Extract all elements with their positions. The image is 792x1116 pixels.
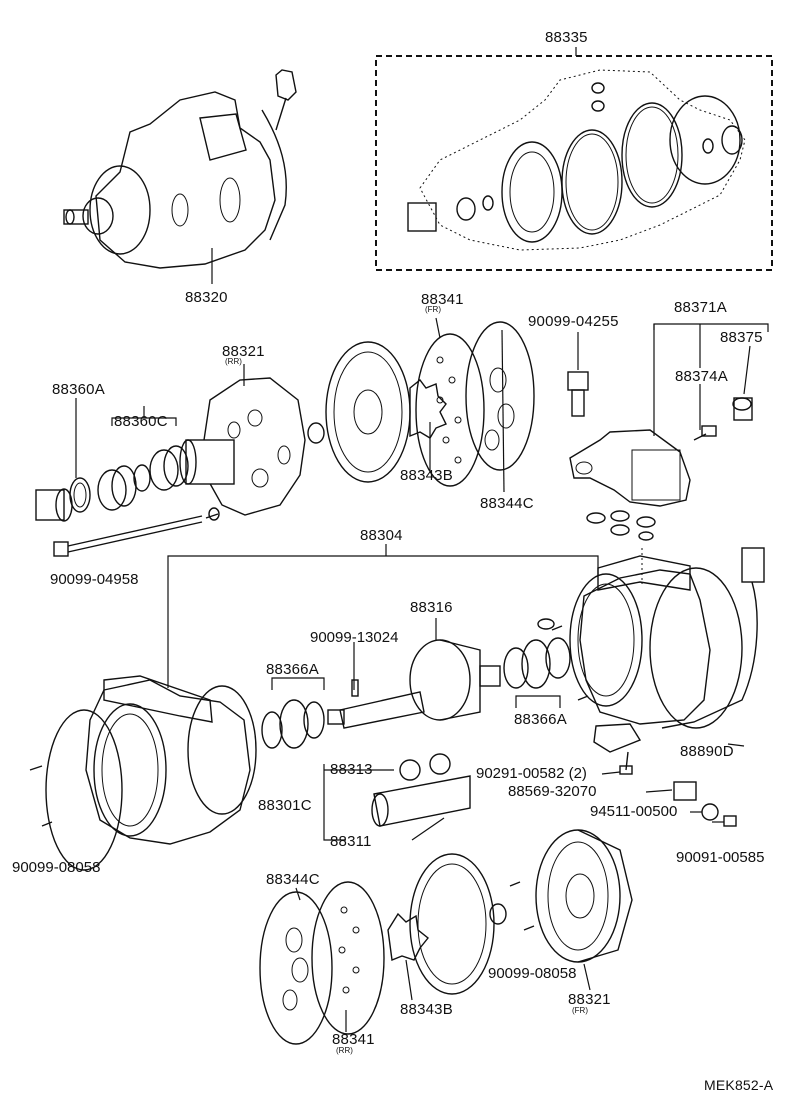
label-88321-top-sub: (RR)	[225, 357, 242, 366]
label-88321-bottom-sub: (FR)	[572, 1006, 588, 1015]
label-88344C-top: 88344C	[480, 495, 534, 512]
label-94511-00500: 94511-00500	[590, 803, 678, 820]
label-90091-00585: 90091-00585	[676, 849, 765, 866]
mounting-hardware	[601, 771, 737, 827]
label-88366A-left: 88366A	[266, 661, 319, 678]
label-88360A: 88360A	[52, 381, 105, 398]
label-88371A: 88371A	[674, 299, 727, 316]
thrust-bearing-set	[261, 618, 571, 749]
swash-plate-shaft	[327, 618, 501, 729]
label-88343B-bottom: 88343B	[400, 1001, 453, 1018]
label-90099-04255: 90099-04255	[528, 313, 619, 330]
label-88321-top: 88321	[222, 343, 265, 360]
label-88569-32070: 88569-32070	[508, 783, 597, 800]
compressor-assembly	[63, 69, 297, 284]
shaft-seal-set	[35, 398, 189, 522]
label-88301C: 88301C	[258, 797, 312, 814]
label-88304: 88304	[360, 527, 403, 544]
label-88344C-bottom: 88344C	[266, 871, 320, 888]
label-88341-bottom-sub: (RR)	[336, 1046, 353, 1055]
label-90099-04958: 90099-04958	[50, 571, 139, 588]
label-90291-00582: 90291-00582 (2)	[476, 765, 587, 782]
label-90099-08058-left: 90099-08058	[12, 859, 101, 876]
label-90099-13024: 90099-13024	[310, 629, 399, 646]
control-valve-assembly	[569, 323, 769, 541]
gasket-kit-box	[375, 47, 773, 271]
label-88374A: 88374A	[675, 368, 728, 385]
through-bolt-long	[53, 507, 220, 557]
diagram-code: MEK852-A	[704, 1077, 774, 1093]
label-90099-08058-bottom: 90099-08058	[488, 965, 577, 982]
cylinder-block	[29, 544, 743, 871]
thermo-switch	[593, 547, 765, 775]
label-88320: 88320	[185, 289, 228, 306]
label-88313: 88313	[330, 761, 373, 778]
valve-plate-set-rear	[325, 317, 535, 493]
label-88321-bottom: 88321	[568, 991, 611, 1008]
label-88341-top-sub: (FR)	[425, 305, 441, 314]
label-88341-top: 88341	[421, 291, 464, 308]
label-88890D: 88890D	[680, 743, 734, 760]
label-88375: 88375	[720, 329, 763, 346]
label-88343B-top: 88343B	[400, 467, 453, 484]
label-88360C: 88360C	[114, 413, 168, 430]
bolt-04255	[567, 332, 589, 417]
label-88335: 88335	[545, 29, 588, 46]
piston-assembly	[323, 753, 471, 841]
valve-plate-set-front	[259, 853, 495, 1045]
label-88311: 88311	[330, 833, 372, 850]
label-88366A-right: 88366A	[514, 711, 567, 728]
label-88316: 88316	[410, 599, 453, 616]
front-housing	[489, 829, 633, 991]
label-88341-bottom: 88341	[332, 1031, 375, 1048]
rear-housing	[179, 364, 325, 516]
